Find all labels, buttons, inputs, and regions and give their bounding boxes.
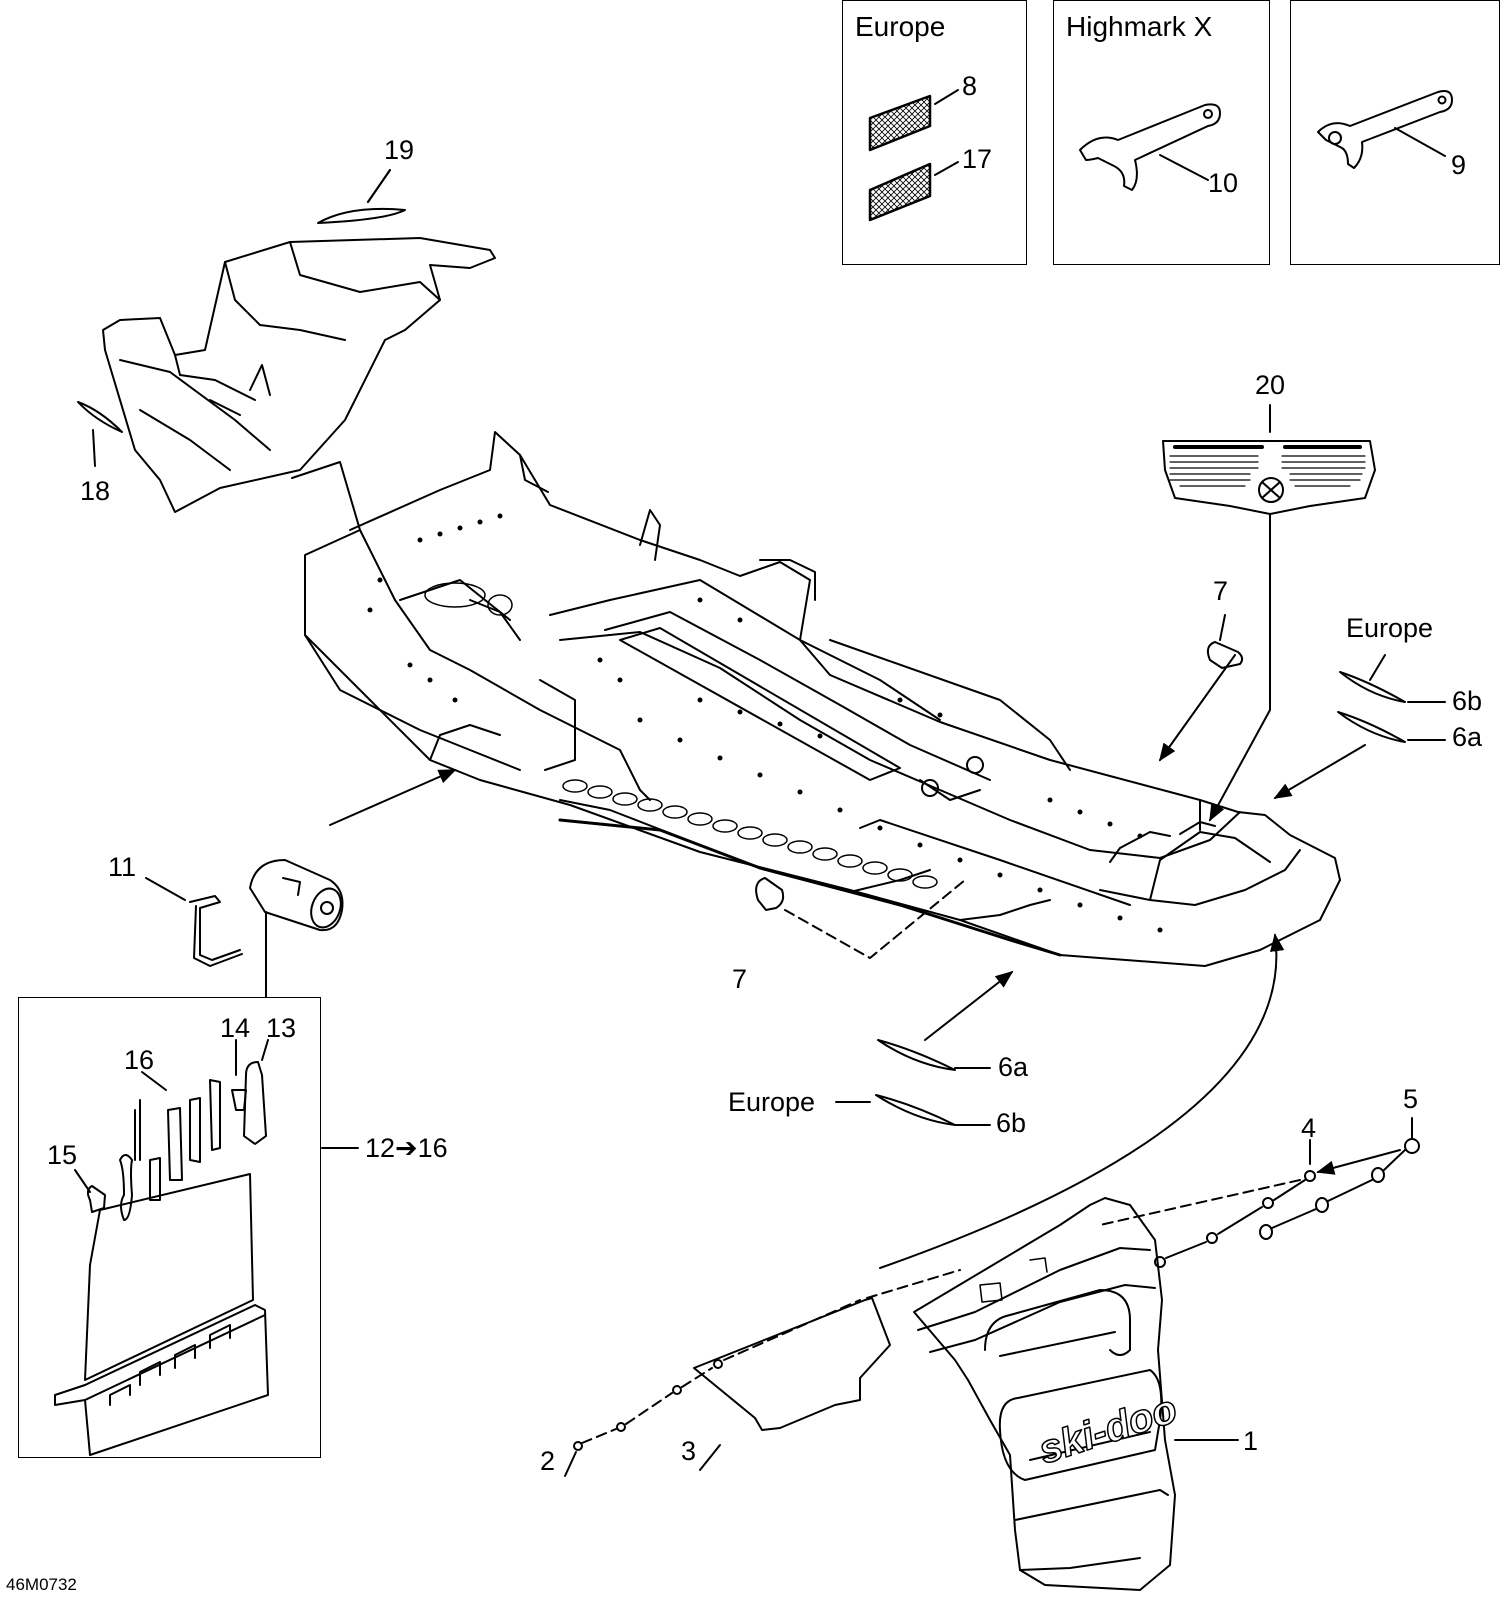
flap-brand-decal: ski-doo — [1033, 1387, 1182, 1473]
deflector-19-icon — [317, 169, 406, 224]
callout-19: 19 — [384, 135, 415, 165]
leader-7-bottom — [784, 879, 966, 959]
callout-1: 1 — [1243, 1426, 1259, 1456]
arrow-to-frame-from-6 — [1273, 744, 1366, 799]
deflector-18-icon — [77, 401, 123, 467]
callout-7-bottom: 7 — [732, 964, 748, 994]
fastener-2-icon — [564, 1269, 961, 1477]
callout-7-top: 7 — [1213, 576, 1229, 606]
leader-decal-20 — [1209, 513, 1271, 822]
belly-pan-icon — [102, 237, 496, 513]
decal-6a-right-icon — [1337, 711, 1446, 743]
callout-5: 5 — [1403, 1084, 1419, 1114]
decal-6a-bottom-icon — [877, 1039, 991, 1071]
callout-16: 16 — [124, 1045, 155, 1075]
grille-8-icon — [868, 89, 959, 152]
callout-17: 17 — [962, 144, 993, 174]
backing-plate-3-icon — [693, 1297, 891, 1471]
callout-14: 14 — [220, 1013, 251, 1043]
callout-4: 4 — [1301, 1113, 1317, 1143]
clip-7-top-icon — [1206, 614, 1244, 669]
frame-rivets — [367, 513, 1163, 933]
inset-standard-wrench — [1290, 0, 1500, 265]
inset-highmark-x: Highmark X — [1053, 0, 1270, 265]
callout-8: 8 — [962, 71, 978, 101]
callout-6a-bottom: 6a — [998, 1052, 1029, 1082]
callout-12-16: 12➔16 — [365, 1133, 448, 1163]
toolkit-box — [18, 997, 321, 1458]
reference-code: 46M0732 — [6, 1575, 77, 1594]
callout-18: 18 — [80, 476, 111, 506]
callout-europe-bottom: Europe — [728, 1087, 816, 1117]
inset-highmark-title: Highmark X — [1066, 11, 1213, 42]
tunnel-frame-icon — [291, 431, 1341, 967]
callout-10: 10 — [1208, 168, 1239, 198]
callout-3: 3 — [681, 1436, 697, 1466]
bracket-11-icon — [145, 877, 243, 967]
toolkit-contents-icon — [54, 1039, 269, 1456]
callout-europe-right: Europe — [1346, 613, 1434, 643]
wrench-10-icon — [1079, 103, 1221, 191]
callout-20: 20 — [1255, 370, 1286, 400]
fastener-4-icon — [1099, 1139, 1401, 1268]
callout-6b-right: 6b — [1452, 686, 1483, 716]
grille-17-icon — [868, 161, 959, 222]
callout-6a-right: 6a — [1452, 722, 1483, 752]
warning-decal-20-icon — [1162, 440, 1376, 515]
tunnel-vent-holes — [424, 582, 938, 889]
leader-19 — [367, 169, 391, 203]
decal-6b-right-icon — [1339, 654, 1446, 703]
callout-6b-bottom: 6b — [996, 1108, 1027, 1138]
arrow-to-frame-from-7 — [1158, 654, 1236, 762]
arrow-to-frame-from-6-bottom — [924, 970, 1014, 1041]
snow-flap-1-icon — [913, 1197, 1239, 1591]
callout-13: 13 — [266, 1013, 297, 1043]
inset-europe-title: Europe — [855, 11, 946, 42]
callout-11: 11 — [108, 852, 137, 882]
clip-7-bottom-icon — [755, 877, 785, 911]
callout-9: 9 — [1451, 150, 1467, 180]
callout-2: 2 — [540, 1446, 556, 1476]
callout-15: 15 — [47, 1140, 78, 1170]
arrow-to-frame-from-tube — [329, 769, 457, 826]
fastener-5-icon — [1259, 1117, 1420, 1240]
wrench-9-icon — [1317, 90, 1453, 169]
arrow-flap-to-frame — [879, 933, 1285, 1269]
tool-tube-icon — [249, 859, 344, 998]
decal-6b-bottom-icon — [835, 1094, 991, 1126]
